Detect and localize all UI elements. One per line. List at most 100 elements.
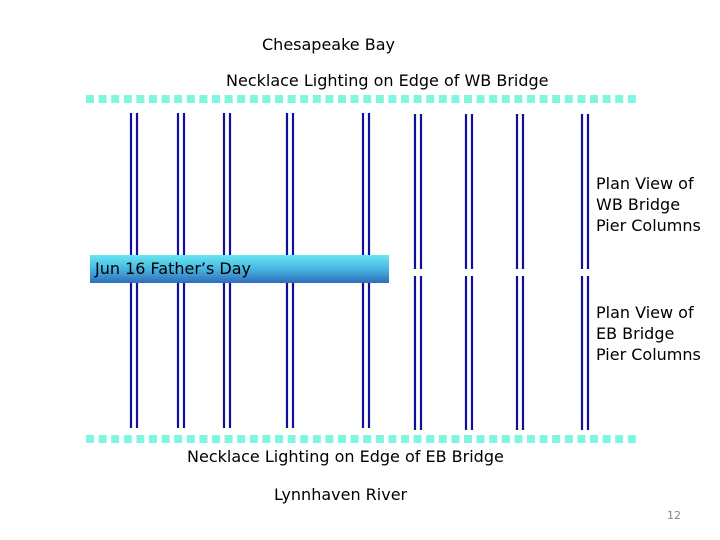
eb-lighting-dot (514, 435, 523, 443)
wb-piers-label: Plan View of WB Bridge Pier Columns (596, 173, 701, 236)
eb-lighting-dot (149, 435, 157, 443)
wb-lighting-dot (476, 95, 485, 103)
eb-lighting-dot (237, 435, 246, 443)
eb-lighting-dot (615, 435, 624, 443)
eb-lighting-dot (312, 435, 321, 443)
eb-lighting-dot (338, 435, 346, 443)
chesapeake-bay-label: Chesapeake Bay (262, 35, 395, 54)
eb-lighting-dot (262, 435, 271, 443)
event-banner: Jun 16 Father’s Day (90, 255, 389, 283)
wb-lighting-dot (363, 95, 372, 103)
eb-piers-line-2: EB Bridge (596, 324, 675, 343)
eb-lighting-dot (98, 435, 107, 443)
wb-lighting-dot (199, 95, 208, 103)
wb-lighting-dot (98, 95, 107, 103)
wb-lighting-dot (527, 95, 535, 103)
eb-lighting-dot (350, 435, 359, 443)
wb-lighting-dot (564, 95, 573, 103)
eb-lighting-dot (476, 435, 485, 443)
eb-lighting-dot (224, 435, 233, 443)
wb-lighting-dot (224, 95, 233, 103)
eb-lighting-dot (275, 435, 283, 443)
wb-lighting-dot (312, 95, 321, 103)
wb-lighting-dot (249, 95, 258, 103)
eb-piers-line-1: Plan View of (596, 303, 694, 322)
eb-lighting-dot (489, 435, 498, 443)
wb-lighting-dot (237, 95, 246, 103)
eb-lighting-dot (577, 435, 586, 443)
wb-lighting-dot (86, 95, 94, 103)
wb-lighting-dot (539, 95, 548, 103)
wb-lighting-dot (287, 95, 296, 103)
eb-lighting-dot (86, 435, 94, 443)
wb-lighting-dot (161, 95, 170, 103)
wb-lighting-dot (136, 95, 145, 103)
eb-lighting-dot (401, 435, 409, 443)
eb-lighting-dot (602, 435, 611, 443)
wb-lighting-dot (627, 95, 636, 103)
eb-lighting-dot (111, 435, 120, 443)
eb-lighting-dot (325, 435, 334, 443)
wb-lighting-dot (186, 95, 195, 103)
wb-lighting-dot (514, 95, 523, 103)
eb-lighting-dot (464, 435, 472, 443)
wb-lighting-dot (438, 95, 447, 103)
wb-lighting-dot (501, 95, 510, 103)
wb-lighting-dot (350, 95, 359, 103)
eb-lighting-dot (552, 435, 561, 443)
wb-lighting-dot (489, 95, 498, 103)
eb-lighting-dot (287, 435, 296, 443)
wb-lighting-dot (577, 95, 586, 103)
page-number: 12 (667, 509, 681, 522)
wb-lighting-dot (338, 95, 346, 103)
wb-lighting-dot (275, 95, 283, 103)
lynnhaven-river-label: Lynnhaven River (274, 485, 408, 504)
eb-lighting-label: Necklace Lighting on Edge of EB Bridge (187, 447, 504, 466)
eb-lighting-dot (527, 435, 535, 443)
eb-lighting-dot (212, 435, 220, 443)
wb-piers-line-2: WB Bridge (596, 195, 681, 214)
eb-lighting-dot (249, 435, 258, 443)
wb-lighting-dot (388, 95, 397, 103)
eb-lighting-dot (199, 435, 208, 443)
eb-lighting-dot (123, 435, 132, 443)
wb-lighting-dot (451, 95, 460, 103)
eb-lighting-dot (539, 435, 548, 443)
wb-lighting-dot (262, 95, 271, 103)
wb-lighting-dot (615, 95, 624, 103)
wb-lighting-dot (413, 95, 422, 103)
eb-lighting-dot (300, 435, 309, 443)
eb-lighting-dot (161, 435, 170, 443)
wb-piers-line-1: Plan View of (596, 174, 694, 193)
wb-lighting-dot (590, 95, 598, 103)
wb-lighting-dot (552, 95, 561, 103)
eb-lighting-dot (363, 435, 372, 443)
eb-lighting-dot (186, 435, 195, 443)
wb-lighting-dot (401, 95, 409, 103)
wb-lighting-dot (464, 95, 472, 103)
wb-lighting-dot (300, 95, 309, 103)
eb-piers-line-3: Pier Columns (596, 345, 701, 364)
wb-lighting-dot (123, 95, 132, 103)
eb-lighting-dot (426, 435, 435, 443)
wb-lighting-dot (149, 95, 157, 103)
eb-lighting-dot (174, 435, 183, 443)
eb-lighting-dot (388, 435, 397, 443)
wb-lighting-dot (325, 95, 334, 103)
wb-lighting-dot (375, 95, 384, 103)
eb-lighting-dot (590, 435, 598, 443)
eb-lighting-dot (501, 435, 510, 443)
event-banner-text: Jun 16 Father’s Day (95, 259, 252, 278)
wb-lighting-dot (212, 95, 220, 103)
eb-lighting-dot (375, 435, 384, 443)
eb-lighting-dot (136, 435, 145, 443)
eb-lighting-dot (438, 435, 447, 443)
eb-lighting-dot (413, 435, 422, 443)
wb-lighting-label: Necklace Lighting on Edge of WB Bridge (226, 71, 549, 90)
wb-lighting-dot (426, 95, 435, 103)
wb-lighting-dot (602, 95, 611, 103)
eb-lighting-dot (451, 435, 460, 443)
eb-lighting-dot (564, 435, 573, 443)
eb-lighting-dot (627, 435, 636, 443)
eb-piers-label: Plan View of EB Bridge Pier Columns (596, 302, 701, 365)
